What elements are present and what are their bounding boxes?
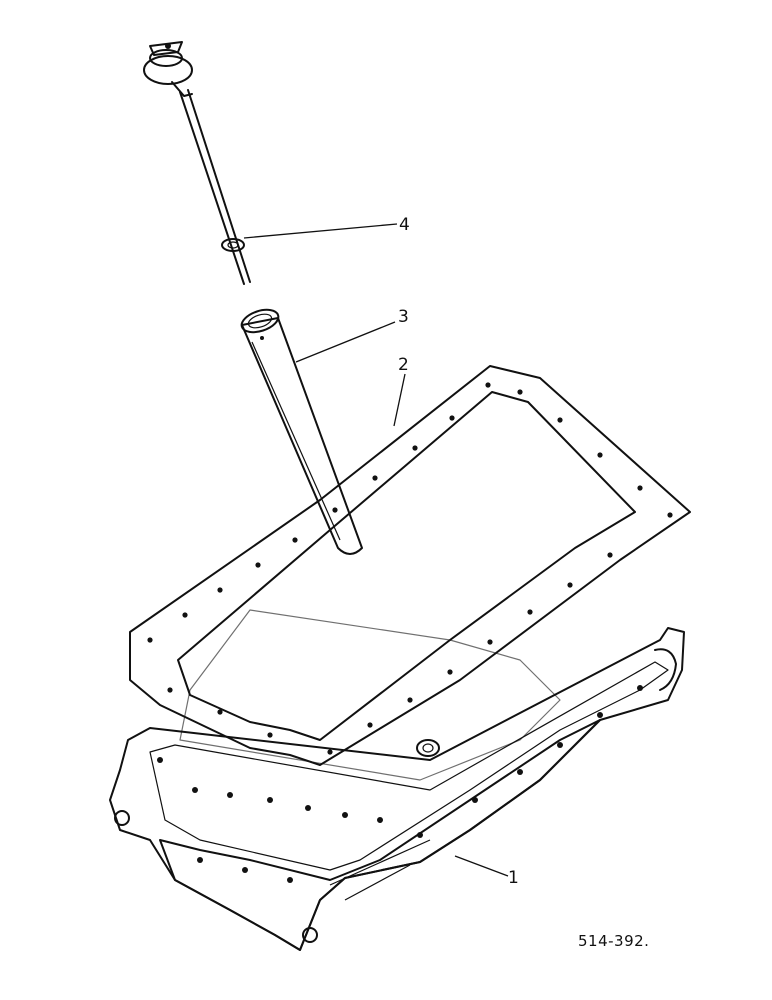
leader-1 bbox=[454, 855, 509, 877]
leader-3 bbox=[295, 321, 396, 363]
callout-4: 4 bbox=[399, 215, 410, 235]
callout-2: 2 bbox=[398, 355, 409, 375]
oil-pan-icon bbox=[109, 609, 685, 951]
callout-1: 1 bbox=[508, 868, 519, 888]
tube-icon bbox=[240, 308, 363, 555]
drawing-number: 514-392. bbox=[578, 932, 649, 950]
callout-3: 3 bbox=[398, 307, 409, 327]
gasket-icon bbox=[129, 365, 691, 766]
leader-lines bbox=[243, 223, 509, 877]
leader-4 bbox=[243, 223, 398, 239]
leader-2 bbox=[393, 373, 406, 427]
dipstick-icon bbox=[143, 41, 251, 285]
